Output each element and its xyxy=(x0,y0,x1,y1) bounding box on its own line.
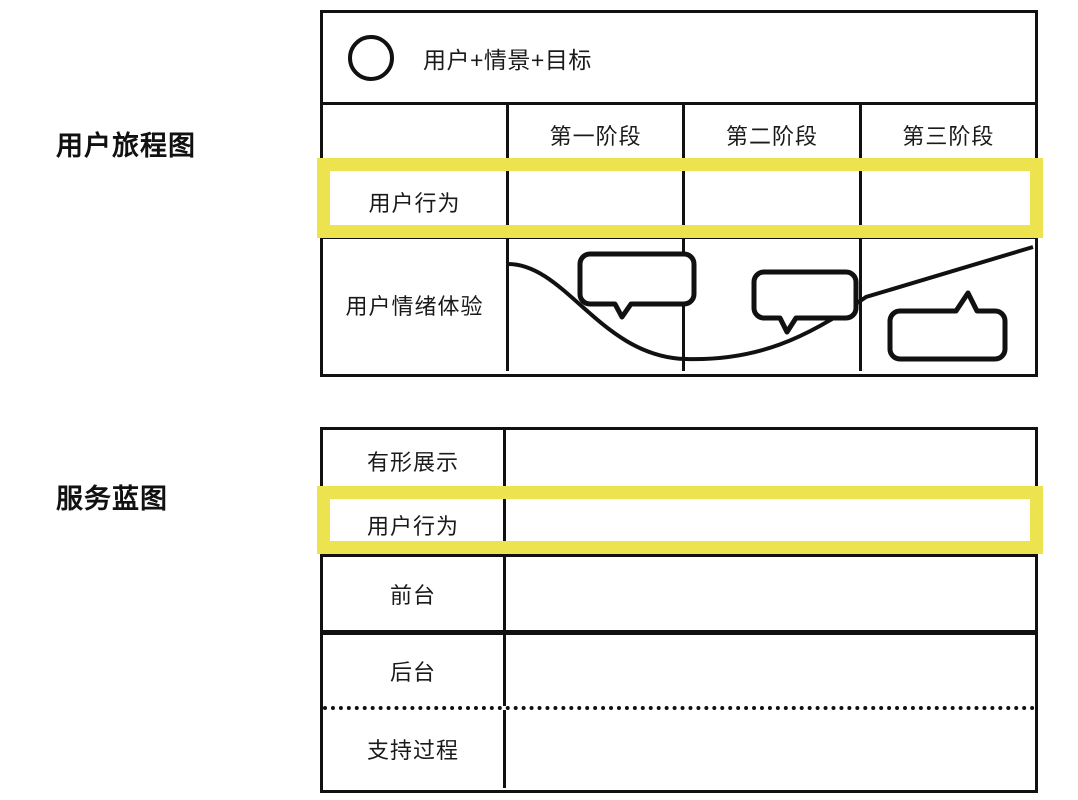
phase-header-row: 第一阶段 第二阶段 第三阶段 xyxy=(323,102,1035,164)
circle-icon xyxy=(348,34,394,81)
blueprint-row-frontstage: 前台 xyxy=(323,554,1035,630)
phase-row-corner-cell xyxy=(323,105,506,164)
blueprint-cell-frontstage xyxy=(506,557,1035,630)
journey-row-label-user-emotion: 用户情绪体验 xyxy=(345,294,484,319)
phase-header-3: 第三阶段 xyxy=(858,105,1035,164)
blueprint-cell-backstage xyxy=(506,635,1035,706)
journey-row-label-user-behavior: 用户行为 xyxy=(368,190,461,216)
blueprint-row-label-user-behavior: 用户行为 xyxy=(323,495,506,554)
journey-row-user-emotion: 用户情绪体验 xyxy=(323,236,1035,371)
blueprint-row-evidence: 有形展示 xyxy=(323,430,1035,492)
blueprint-row-support: 支持过程 xyxy=(323,706,1035,788)
journey-map-title: 用户旅程图 xyxy=(56,131,196,161)
persona-row: 用户+情景+目标 xyxy=(323,13,1035,102)
blueprint-row-backstage: 后台 xyxy=(323,630,1035,706)
service-blueprint-table: 有形展示 用户行为 前台 后台 支持过程 xyxy=(320,427,1038,793)
service-blueprint-title: 服务蓝图 xyxy=(56,484,168,514)
phase-header-2: 第二阶段 xyxy=(682,105,858,164)
journey-cell-emotion-phase-2 xyxy=(682,239,858,371)
journey-cell-emotion-phase-1 xyxy=(506,239,682,371)
phase-header-1: 第一阶段 xyxy=(506,105,682,164)
journey-cell-behavior-phase-1 xyxy=(506,167,682,236)
journey-cell-behavior-phase-3 xyxy=(858,167,1035,236)
journey-cell-behavior-phase-2 xyxy=(682,167,858,236)
blueprint-cell-support xyxy=(506,710,1035,788)
blueprint-row-label-backstage: 后台 xyxy=(323,635,506,706)
persona-label: 用户+情景+目标 xyxy=(423,46,592,73)
blueprint-row-label-frontstage: 前台 xyxy=(323,557,506,630)
blueprint-cell-evidence xyxy=(506,430,1035,492)
journey-row-user-behavior: 用户行为 xyxy=(323,164,1035,236)
journey-map-table: 用户+情景+目标 第一阶段 第二阶段 第三阶段 用户行为 用户情绪体验 xyxy=(320,10,1038,377)
blueprint-row-user-behavior: 用户行为 xyxy=(323,492,1035,554)
blueprint-cell-user-behavior xyxy=(506,495,1035,554)
journey-cell-emotion-phase-3 xyxy=(858,239,1035,371)
blueprint-row-label-support: 支持过程 xyxy=(323,710,506,788)
blueprint-row-label-evidence: 有形展示 xyxy=(323,430,506,492)
